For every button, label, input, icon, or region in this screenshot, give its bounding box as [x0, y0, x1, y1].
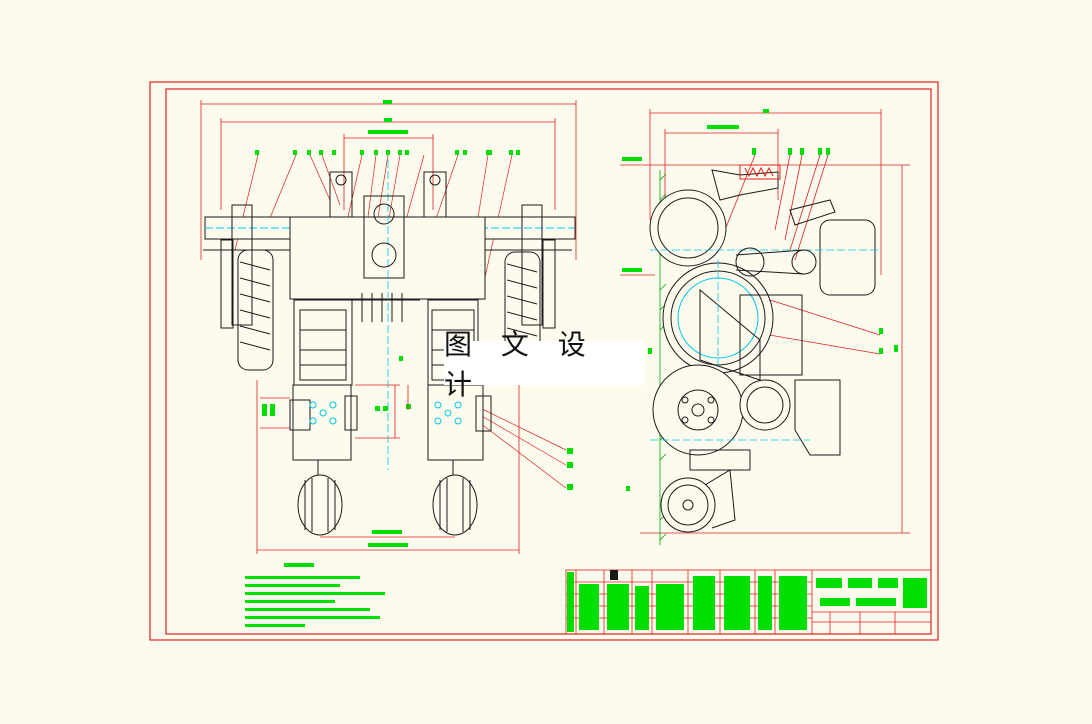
- left-drive-wheel: [220, 204, 274, 371]
- watermark-label: 图 文 设 计: [444, 328, 644, 401]
- universal-joint: [352, 293, 420, 322]
- watermark-text: 图 文 设 计: [444, 328, 596, 401]
- right-drive-wheel: [504, 204, 556, 371]
- gearbox: [289, 216, 486, 300]
- left-seeding-unit: [289, 299, 358, 536]
- title-block-text: [567, 572, 927, 632]
- inner-border: [165, 88, 932, 635]
- side-view: [620, 109, 910, 545]
- press-wheel-large: [652, 364, 744, 456]
- front-dim-text-marks: [368, 100, 408, 547]
- front-view: [200, 100, 577, 627]
- press-wheel-small: [660, 477, 716, 533]
- seed-box: [794, 379, 841, 456]
- tech-requirements: [245, 563, 385, 627]
- disc-opener: [649, 189, 727, 267]
- outer-border: [149, 81, 939, 641]
- fertilizer-hopper: [819, 219, 876, 296]
